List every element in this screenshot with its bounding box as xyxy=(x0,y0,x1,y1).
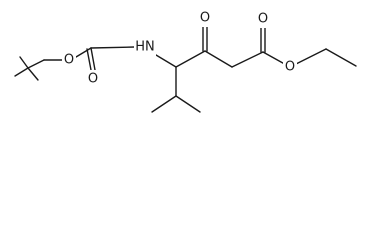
bond xyxy=(75,47,92,58)
bond xyxy=(204,50,233,68)
bond xyxy=(19,56,29,69)
ketone-oxygen-label: O xyxy=(200,11,210,26)
bond xyxy=(175,50,206,68)
bond xyxy=(231,51,264,68)
boc-ether-oxygen-label: O xyxy=(64,53,74,68)
bond xyxy=(325,48,357,67)
atom-labels: O O HN O O O xyxy=(62,10,297,87)
bond xyxy=(90,46,136,49)
ester-carbonyl-oxygen-label: O xyxy=(258,12,268,27)
boc-carbonyl-oxygen-label: O xyxy=(88,72,98,87)
ester-ether-oxygen-label: O xyxy=(285,60,295,75)
bond xyxy=(175,95,201,113)
bond xyxy=(86,48,92,71)
bond-lines xyxy=(14,26,357,113)
bond xyxy=(14,67,29,77)
bond xyxy=(27,59,45,69)
bond xyxy=(27,67,39,81)
bond xyxy=(90,47,96,71)
molecule-structure: O O HN O O O xyxy=(14,10,357,113)
amide-nitrogen-label: HN xyxy=(135,40,155,55)
bond xyxy=(151,95,177,113)
